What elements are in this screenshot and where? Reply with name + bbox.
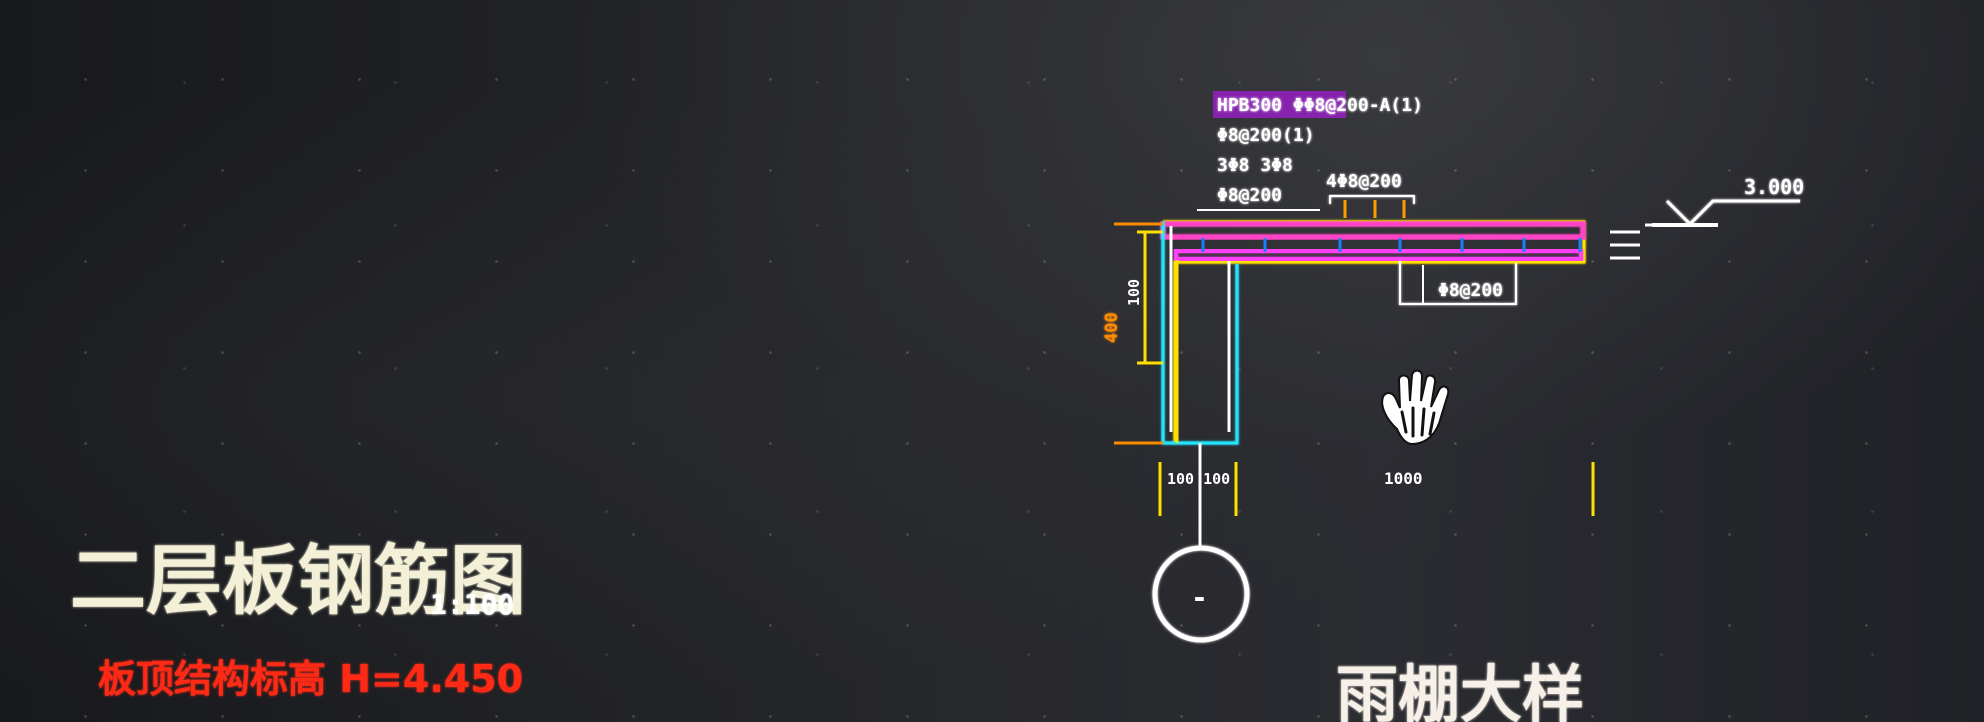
top-rebar-callout xyxy=(1329,195,1415,204)
bottom-long-dimension: 1000 xyxy=(1384,469,1423,488)
hand-pan-icon[interactable] xyxy=(1381,369,1450,446)
axis-bubble xyxy=(1152,545,1250,643)
rebar-note-line-2: Φ8@200(1) xyxy=(1217,125,1315,146)
bottom-rebar-callout xyxy=(1399,261,1517,305)
canopy-bottom-slab xyxy=(1174,249,1583,261)
inner-vertical-dimension: 100 xyxy=(1125,279,1143,306)
plan-title: 二层板钢筋图 xyxy=(70,536,526,625)
left-vertical-dimension: 400 xyxy=(1102,312,1122,343)
bottom-rebar-label: Φ8@200 xyxy=(1438,280,1503,301)
plan-scale: 1:100 xyxy=(430,588,514,621)
detail-title: 雨棚大样 xyxy=(1336,658,1584,722)
canopy-outline-yellow xyxy=(1163,220,1586,443)
axis-label: - xyxy=(1191,581,1208,614)
elevation-symbol xyxy=(1665,199,1800,227)
red-structure-note: 板顶结构标高 H=4.450 xyxy=(98,657,523,701)
rebar-note-line-4: Φ8@200 xyxy=(1217,185,1282,206)
magenta-note-highlight xyxy=(1213,91,1346,118)
canopy-distribution-bars xyxy=(1201,238,1582,252)
rebar-note-line-3: 3Φ8 3Φ8 xyxy=(1217,155,1293,176)
rebar-note-line-1: HPB300 ΦΦ8@200-A(1) xyxy=(1217,95,1423,116)
top-rebar-label: 4Φ8@200 xyxy=(1326,171,1402,192)
elevation-label: 3.000 xyxy=(1744,175,1804,199)
